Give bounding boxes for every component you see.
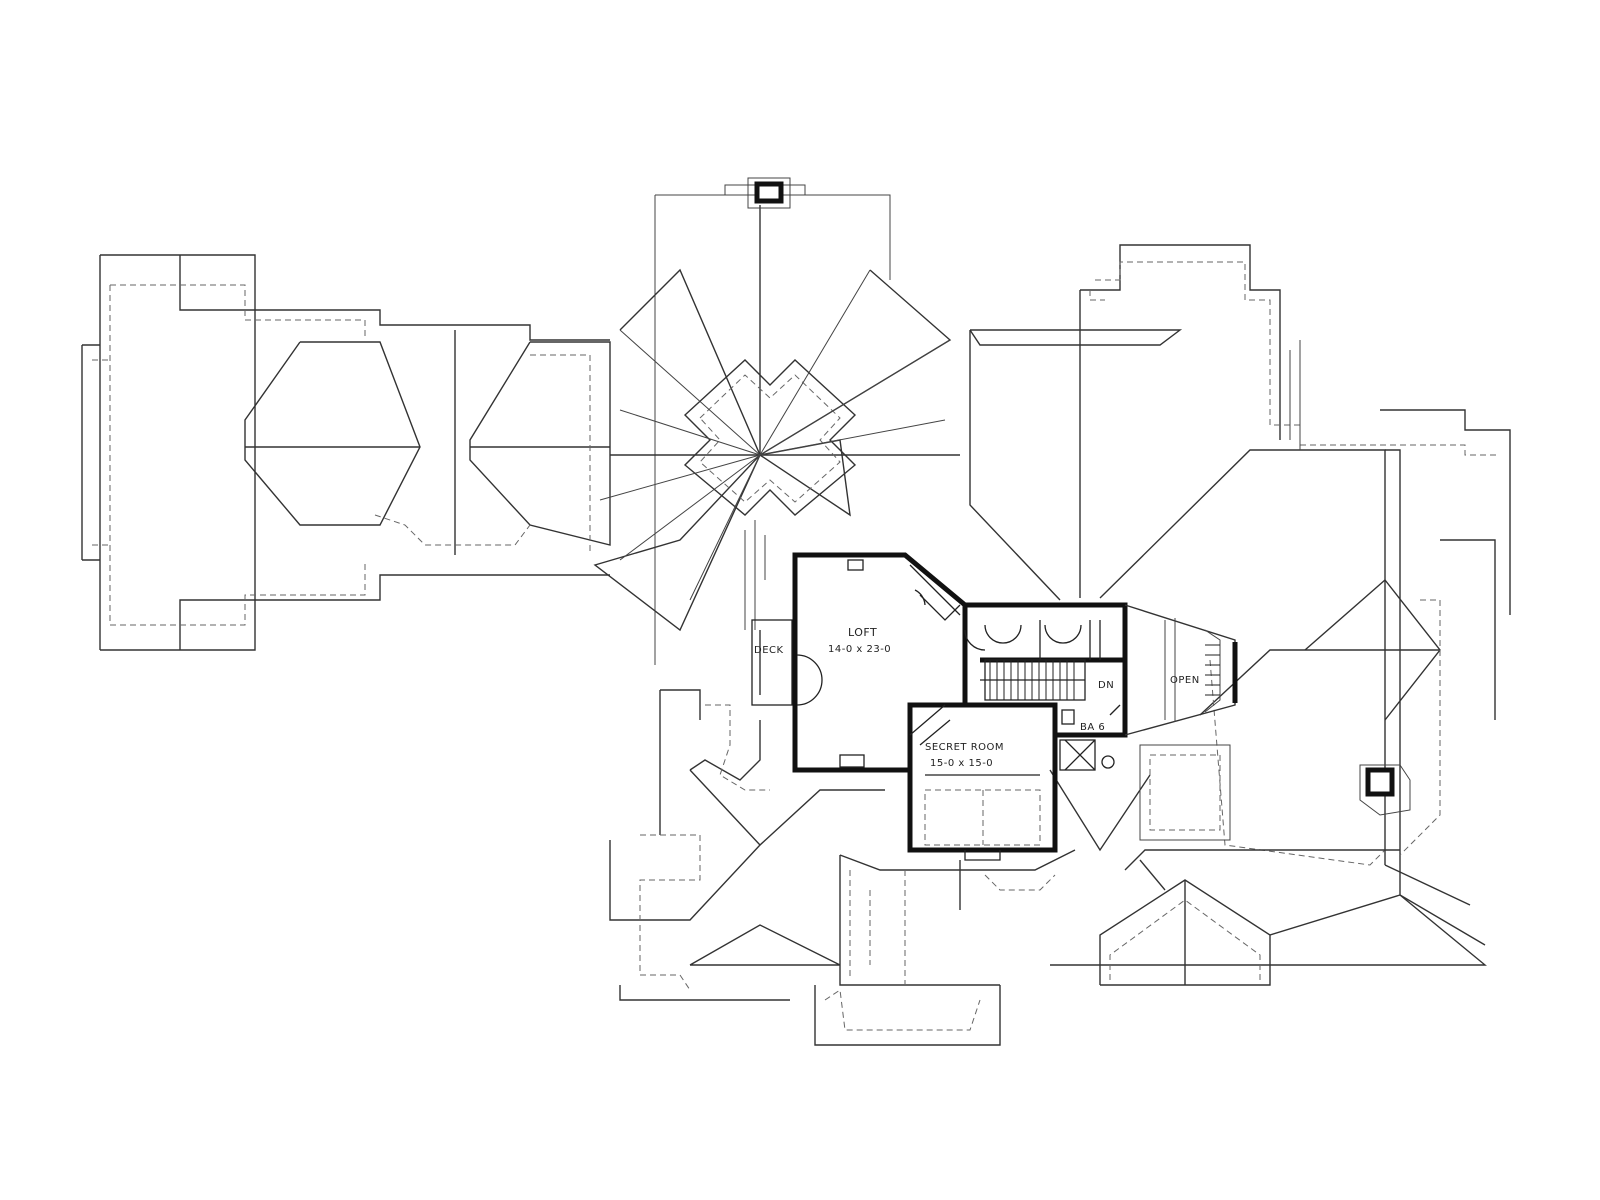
top-chimney <box>754 181 784 204</box>
bath-fixtures <box>1059 704 1121 771</box>
upper-floor-walls <box>792 552 1128 853</box>
loft-walls <box>792 552 968 773</box>
right-chimney-cap <box>1359 764 1411 816</box>
loft-name: LOFT <box>848 626 877 639</box>
upper-hall-walls <box>965 602 1128 738</box>
loft-fixtures <box>796 559 986 768</box>
right-wing-roof <box>969 244 1511 946</box>
top-chimney-cap <box>747 177 791 209</box>
closet-fixtures <box>984 620 1101 660</box>
stair-down <box>980 659 1086 701</box>
open-to-below <box>1124 604 1238 736</box>
secret-room-walls <box>907 702 1058 853</box>
bath-label: BA 6 <box>1080 722 1105 733</box>
bottom-roofs <box>609 689 1487 1046</box>
secret-room-size: 15-0 x 15-0 <box>930 758 993 769</box>
deck-label: DECK <box>754 645 784 656</box>
stair-down-label: DN <box>1098 680 1114 691</box>
secret-room-fixtures <box>924 774 1041 861</box>
loft-size: 14-0 x 23-0 <box>828 644 891 655</box>
open-label: OPEN <box>1170 675 1200 686</box>
secret-room-name: SECRET ROOM <box>925 742 1004 753</box>
right-chimney <box>1365 767 1395 797</box>
deck-outline <box>751 619 793 706</box>
left-wing-roof <box>81 254 611 651</box>
central-star-roof <box>593 184 960 665</box>
